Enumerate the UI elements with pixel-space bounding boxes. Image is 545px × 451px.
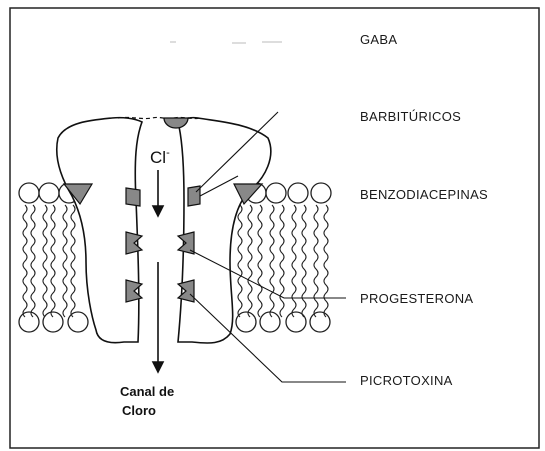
label-progesterona: PROGESTERONA xyxy=(360,291,473,306)
label-gaba: GABA xyxy=(360,32,397,47)
lipid-bilayer xyxy=(19,183,331,332)
left-lower-lipid-heads xyxy=(19,312,88,332)
left-subunit xyxy=(57,118,142,343)
scan-marks xyxy=(170,42,282,43)
channel-caption-line-2: Cloro xyxy=(122,403,156,418)
channel-caption-line-1: Canal de xyxy=(120,384,174,399)
chloride-ion-label: Cl- xyxy=(150,147,170,167)
picrotoxin-site-right xyxy=(178,280,194,302)
ion-flow-arrows xyxy=(153,170,163,372)
right-lower-lipid-heads xyxy=(236,312,330,332)
lipid-tails xyxy=(23,205,328,317)
right-subunit xyxy=(178,118,271,343)
label-picrotoxina: PICROTOXINA xyxy=(360,373,453,388)
channel-caption: Canal de Cloro xyxy=(120,384,178,418)
label-barbituricos: BARBITÚRICOS xyxy=(360,109,461,124)
picrotoxin-site-left xyxy=(126,280,142,302)
progesterone-site-left xyxy=(126,232,142,254)
benzodiazepine-site xyxy=(188,186,200,206)
barbiturate-site xyxy=(126,188,140,206)
label-benzodiacepinas: BENZODIACEPINAS xyxy=(360,187,488,202)
